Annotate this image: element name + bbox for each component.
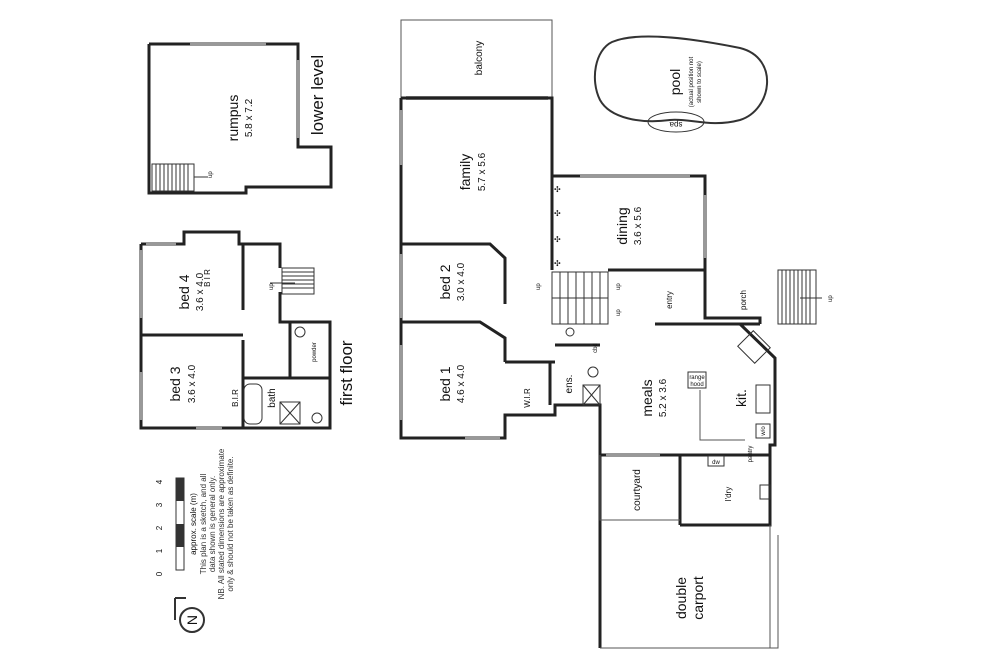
entry-label: entry: [665, 291, 674, 309]
bed1-dimensions: 4.6 x 4.0: [456, 364, 467, 403]
pool-note-1: (actual position not: [689, 56, 695, 107]
scale-tick-3: 3: [155, 502, 164, 507]
bed3-label: bed 3: [167, 366, 183, 401]
bed4-dimensions: 3.6 x 4.0: [195, 272, 206, 311]
porch-stairs: [777, 269, 822, 325]
bed2-dimensions: 3.0 x 4.0: [456, 262, 467, 301]
range-hood-label-1: range: [689, 375, 705, 381]
dining-dimensions: 3.6 x 5.6: [633, 206, 644, 245]
first-floor-stairs: [270, 267, 315, 295]
bed3-dimensions: 3.6 x 4.0: [187, 364, 198, 403]
disclaimer-line-4: only & should not be taken as definite.: [226, 456, 235, 591]
bed1-label: bed 1: [437, 366, 453, 401]
porch-up-label: up: [828, 295, 834, 302]
light-fixture-icon: ✣: [554, 185, 561, 194]
disclaimer-line-2: data shown is general only.: [208, 476, 217, 572]
kitchen-label: kit.: [733, 389, 749, 407]
compass-letter: N: [184, 615, 200, 625]
scale-tick-2: 2: [155, 525, 164, 530]
first-floor-plan: up B I R bed 4 3.6 x 4.0 bed 3 3.6 x 4.0…: [139, 230, 332, 430]
ens-label: ens.: [564, 375, 575, 394]
carport-label-2: carport: [690, 576, 706, 620]
main-stairs: [551, 271, 609, 325]
courtyard-label: courtyard: [632, 469, 643, 511]
light-fixture-icon: ✣: [554, 259, 561, 268]
meals-dimensions: 5.2 x 3.6: [658, 378, 669, 417]
scale-tick-1: 1: [155, 548, 164, 553]
scale-title: approx. scale (m): [189, 493, 198, 555]
dining-label: dining: [614, 207, 630, 244]
scale-legend: 0 1 2 3 4 approx. scale (m) This plan is…: [155, 448, 235, 599]
cbd-label: cbd: [593, 343, 599, 353]
porch-label: porch: [739, 290, 748, 310]
wir-label: W.I.R: [523, 388, 532, 408]
rumpus-room: up rumpus 5.8 x 7.2: [147, 42, 333, 195]
pantry-label: pantry: [748, 446, 754, 463]
disclaimer-line-3: NB. All stated dimensions are approximat…: [217, 448, 226, 599]
compass-icon: N: [174, 597, 205, 633]
wo-label: w/o: [761, 426, 767, 437]
bath-label: bath: [267, 388, 278, 407]
disclaimer-line-1: This plan is a sketch, and all: [199, 474, 208, 575]
bir-bed3-label: B.I.R: [231, 389, 240, 407]
bed4-label: bed 4: [176, 274, 192, 309]
first-floor-title: first floor: [337, 340, 356, 406]
balcony-label: balcony: [474, 41, 485, 75]
pool-note-2: shown to scale): [697, 61, 703, 103]
laundry-label: l'dry: [724, 487, 733, 501]
pool-label: pool: [667, 69, 683, 95]
main-up-label-3: up: [616, 309, 622, 316]
light-fixture-icon: ✣: [554, 209, 561, 218]
rumpus-dimensions: 5.8 x 7.2: [244, 98, 255, 137]
meals-label: meals: [639, 379, 655, 416]
bir-upper-label: B I R: [203, 269, 212, 287]
scale-tick-0: 0: [155, 571, 164, 576]
range-hood-label-2: hood: [690, 382, 703, 388]
dw-label: dw: [712, 460, 720, 466]
spa-label: spa: [669, 120, 682, 129]
family-label: family: [457, 154, 473, 191]
lower-level-title: lower level: [308, 55, 327, 135]
powder-label: powder: [312, 342, 318, 362]
bed2-label: bed 2: [437, 264, 453, 299]
light-fixture-icon: ✣: [554, 235, 561, 244]
carport-label-1: double: [673, 577, 689, 619]
scale-tick-4: 4: [155, 479, 164, 484]
rumpus-label: rumpus: [225, 95, 241, 142]
main-up-label-1: up: [536, 283, 542, 290]
rumpus-up-label: up: [208, 171, 214, 178]
main-up-label-2: up: [616, 283, 622, 290]
rumpus-stairs: [151, 163, 208, 192]
first-floor-up-label: up: [269, 283, 275, 290]
family-dimensions: 5.7 x 5.6: [477, 152, 488, 191]
main-level-plan: balcony bed 2 3.0 x 4.0 bed 1 4.6 x 4.0 …: [399, 19, 834, 649]
